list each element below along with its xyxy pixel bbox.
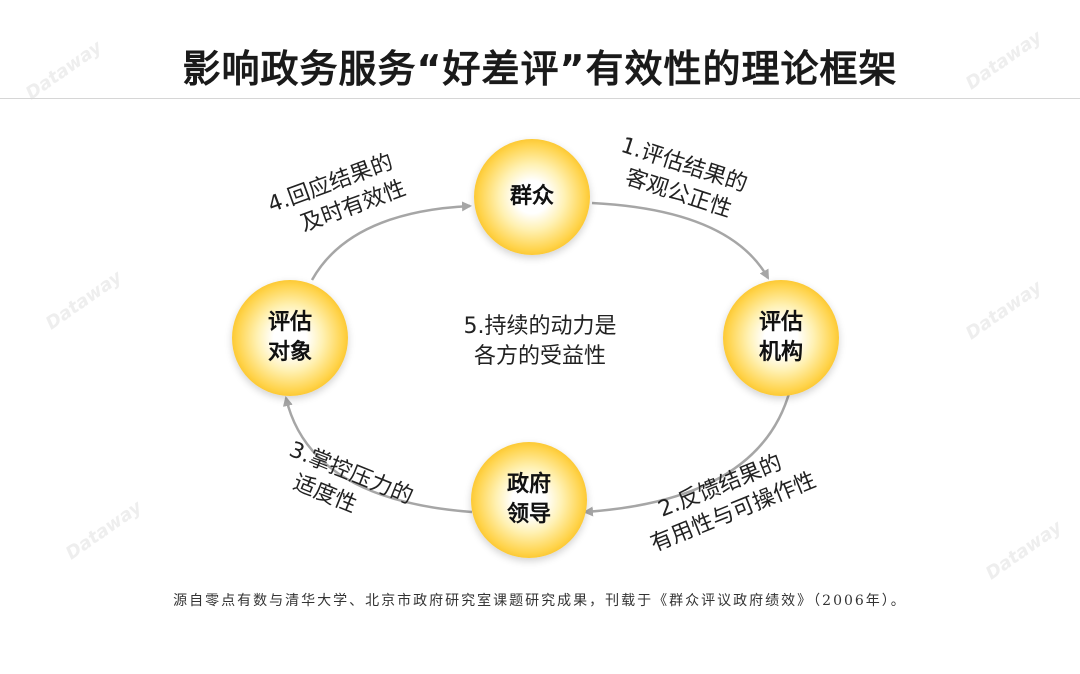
arrow-public-to-agency: [591, 201, 770, 280]
node-public: 群众: [474, 139, 590, 255]
page-title: 影响政务服务“好差评”有效性的理论框架: [182, 47, 898, 91]
source-note: 源自零点有数与清华大学、北京市政府研究室课题研究成果，刊载于《群众评议政府绩效》…: [173, 593, 907, 609]
node-government-leaders: 政府 领导: [471, 442, 587, 558]
node-government-line-1: 政府: [506, 472, 551, 497]
node-agency-line-2: 机构: [758, 340, 803, 365]
center-line-2: 各方的受益性: [473, 344, 606, 369]
node-target-line-1: 评估: [267, 310, 312, 335]
arrow-government-to-target: [282, 396, 473, 514]
node-public-label: 群众: [509, 184, 554, 209]
arrow-agency-to-government: [583, 389, 792, 517]
arrow-target-to-public: [310, 201, 472, 281]
center-statement: 5.持续的动力是 各方的受益性: [440, 312, 640, 372]
node-government-line-2: 领导: [506, 502, 551, 527]
node-agency-line-1: 评估: [758, 310, 803, 335]
title-divider: [0, 98, 1080, 99]
node-evaluation-agency: 评估 机构: [723, 280, 839, 396]
node-target-line-2: 对象: [267, 340, 312, 365]
center-line-1: 5.持续的动力是: [463, 314, 617, 339]
node-evaluation-target: 评估 对象: [232, 280, 348, 396]
